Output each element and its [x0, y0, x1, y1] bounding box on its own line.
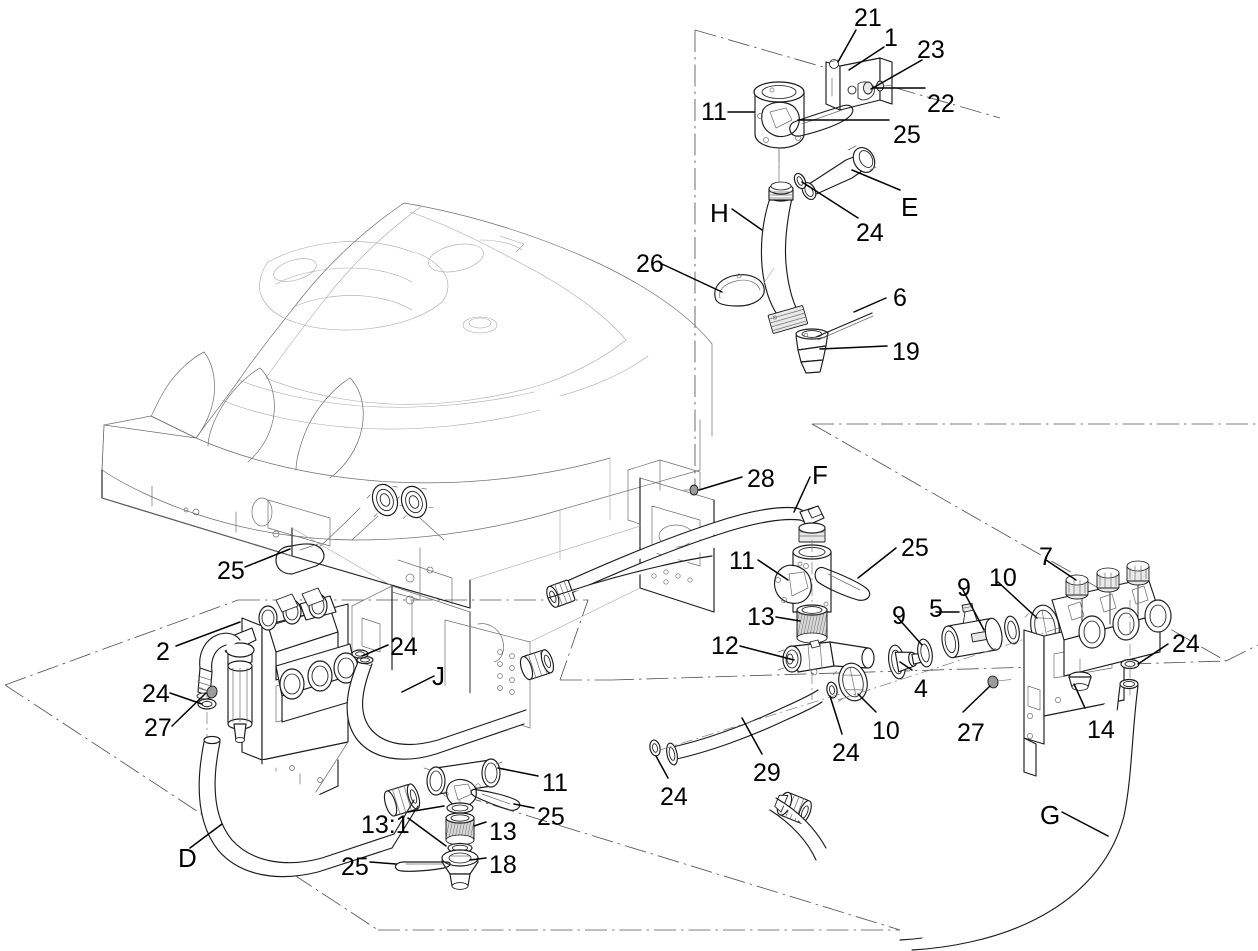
- callout-19: 19: [892, 338, 920, 366]
- callout-11: 11: [701, 98, 727, 126]
- drain-valve-assembly: [394, 758, 521, 890]
- callout-13: 13: [747, 603, 775, 631]
- callout-F: F: [812, 460, 828, 490]
- upper-detail-assembly: [714, 57, 893, 374]
- callout-25: 25: [341, 853, 369, 881]
- callout-9: 9: [892, 602, 906, 630]
- callout-25: 25: [893, 121, 921, 149]
- body-fuel-ports: [351, 483, 445, 541]
- callout-4: 4: [914, 675, 928, 703]
- callout-1: 1: [884, 24, 898, 52]
- left-manifold-assembly: [196, 555, 713, 878]
- callout-11: 11: [542, 769, 568, 797]
- callout-24: 24: [390, 633, 418, 661]
- callout-21: 21: [854, 4, 882, 32]
- callout-23: 23: [917, 36, 945, 64]
- right-manifold-assembly: [769, 560, 1172, 951]
- callout-26: 26: [636, 250, 664, 278]
- detail-frame-lower-left: [4, 599, 900, 931]
- callout-27: 27: [957, 719, 985, 747]
- callout-G: G: [1040, 800, 1061, 830]
- callout-18: 18: [489, 851, 517, 879]
- callout-24: 24: [856, 219, 884, 247]
- callout-H: H: [710, 198, 729, 228]
- callout-7: 7: [1039, 543, 1053, 571]
- callout-2: 2: [156, 638, 170, 666]
- leader-lines: [169, 29, 1169, 865]
- callout-13-1: 13:1: [361, 811, 410, 839]
- callout-9: 9: [957, 574, 971, 602]
- detail-frame-lower-right: [459, 794, 901, 931]
- callout-11: 11: [729, 547, 755, 575]
- callout-25: 25: [537, 803, 565, 831]
- callout-25: 25: [901, 534, 929, 562]
- callout-22: 22: [927, 90, 955, 118]
- detail-frame-main-right: [611, 423, 1258, 681]
- callout-10: 10: [989, 564, 1017, 592]
- callout-29: 29: [753, 759, 781, 787]
- callout-10: 10: [872, 717, 900, 745]
- callout-13: 13: [489, 818, 517, 846]
- callout-25: 25: [217, 557, 245, 585]
- callout-28: 28: [747, 465, 775, 493]
- callout-D: D: [178, 843, 197, 873]
- callout-24: 24: [832, 739, 860, 767]
- callout-24: 24: [660, 783, 688, 811]
- callout-24: 24: [142, 680, 170, 708]
- callout-14: 14: [1087, 716, 1115, 744]
- callout-27: 27: [144, 714, 172, 742]
- callout-24: 24: [1172, 630, 1200, 658]
- callout-E: E: [901, 192, 919, 222]
- callout-5: 5: [929, 595, 943, 623]
- callout-J: J: [432, 661, 445, 691]
- callout-12: 12: [711, 632, 739, 660]
- callout-6: 6: [893, 284, 907, 312]
